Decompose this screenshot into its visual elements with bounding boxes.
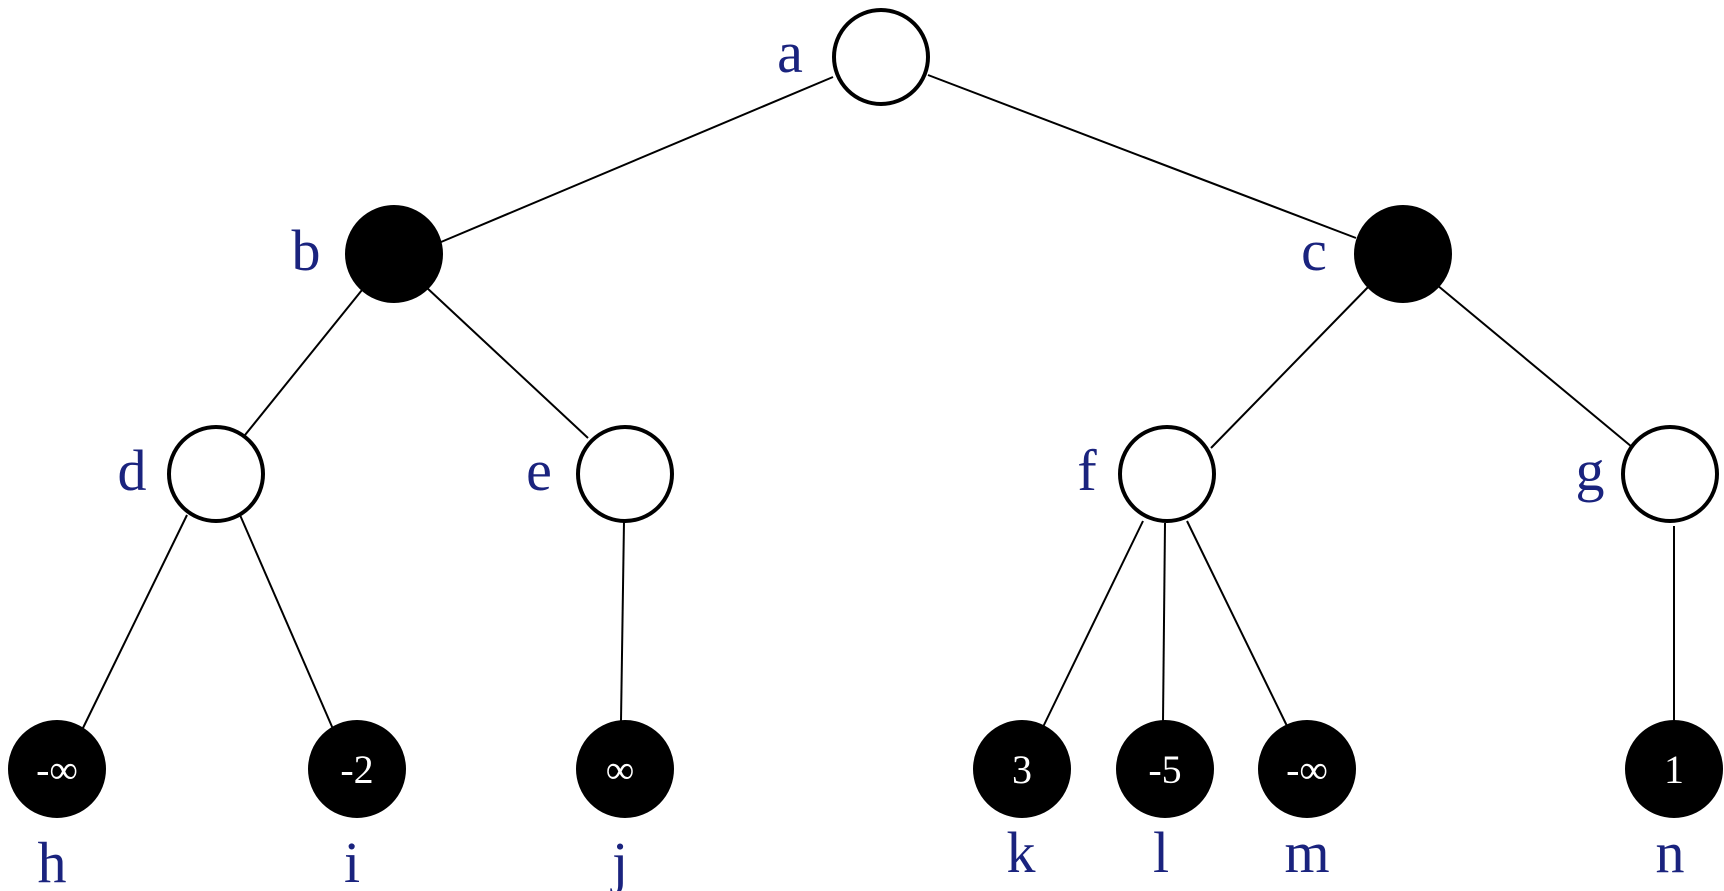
edge-e-j: [620, 520, 625, 722]
node-labels: a b c d e f g h i j k l m n: [38, 20, 1685, 891]
label-m: m: [1284, 820, 1329, 885]
value-m: -∞: [1286, 747, 1328, 792]
edge-a-b: [440, 76, 834, 243]
value-k: 3: [1012, 747, 1032, 792]
edge-b-e: [425, 286, 589, 439]
label-e: e: [526, 438, 552, 503]
value-n: 1: [1664, 747, 1684, 792]
node-d: [167, 425, 265, 523]
node-e: [576, 425, 674, 523]
label-b: b: [292, 218, 321, 283]
label-c: c: [1301, 218, 1327, 283]
edge-f-k: [1042, 520, 1144, 728]
edge-a-c: [927, 74, 1357, 239]
label-h: h: [38, 830, 67, 891]
leaf-nodes: [8, 720, 1723, 818]
edge-c-f: [1210, 282, 1373, 449]
edge-b-d: [244, 289, 363, 436]
node-j: [576, 720, 674, 818]
node-c: [1354, 205, 1452, 303]
edge-f-m: [1186, 520, 1288, 727]
node-b: [345, 205, 443, 303]
leaf-values: -∞ -2 ∞ 3 -5 -∞ 1: [36, 747, 1684, 792]
node-i: [308, 720, 406, 818]
node-l: [1116, 720, 1214, 818]
label-d: d: [118, 438, 147, 503]
node-g: [1621, 425, 1719, 523]
node-h: [8, 720, 106, 818]
edge-f-l: [1162, 522, 1166, 722]
value-i: -2: [340, 747, 373, 792]
value-l: -5: [1148, 747, 1181, 792]
node-k: [973, 720, 1071, 818]
value-j: ∞: [606, 747, 635, 792]
node-a: [832, 8, 930, 106]
label-l: l: [1153, 820, 1169, 885]
edges: [81, 74, 1675, 731]
edge-c-g: [1436, 284, 1633, 448]
node-n: [1625, 720, 1723, 818]
label-n: n: [1656, 820, 1685, 885]
node-f: [1118, 425, 1216, 523]
internal-nodes: [167, 8, 1719, 523]
edge-d-h: [81, 514, 188, 731]
value-h: -∞: [36, 747, 78, 792]
label-j: j: [610, 830, 628, 891]
label-g: g: [1576, 438, 1605, 503]
label-a: a: [777, 20, 803, 85]
label-i: i: [344, 830, 360, 891]
label-f: f: [1077, 438, 1097, 503]
edge-d-i: [239, 514, 334, 730]
node-m: [1258, 720, 1356, 818]
label-k: k: [1007, 820, 1036, 885]
